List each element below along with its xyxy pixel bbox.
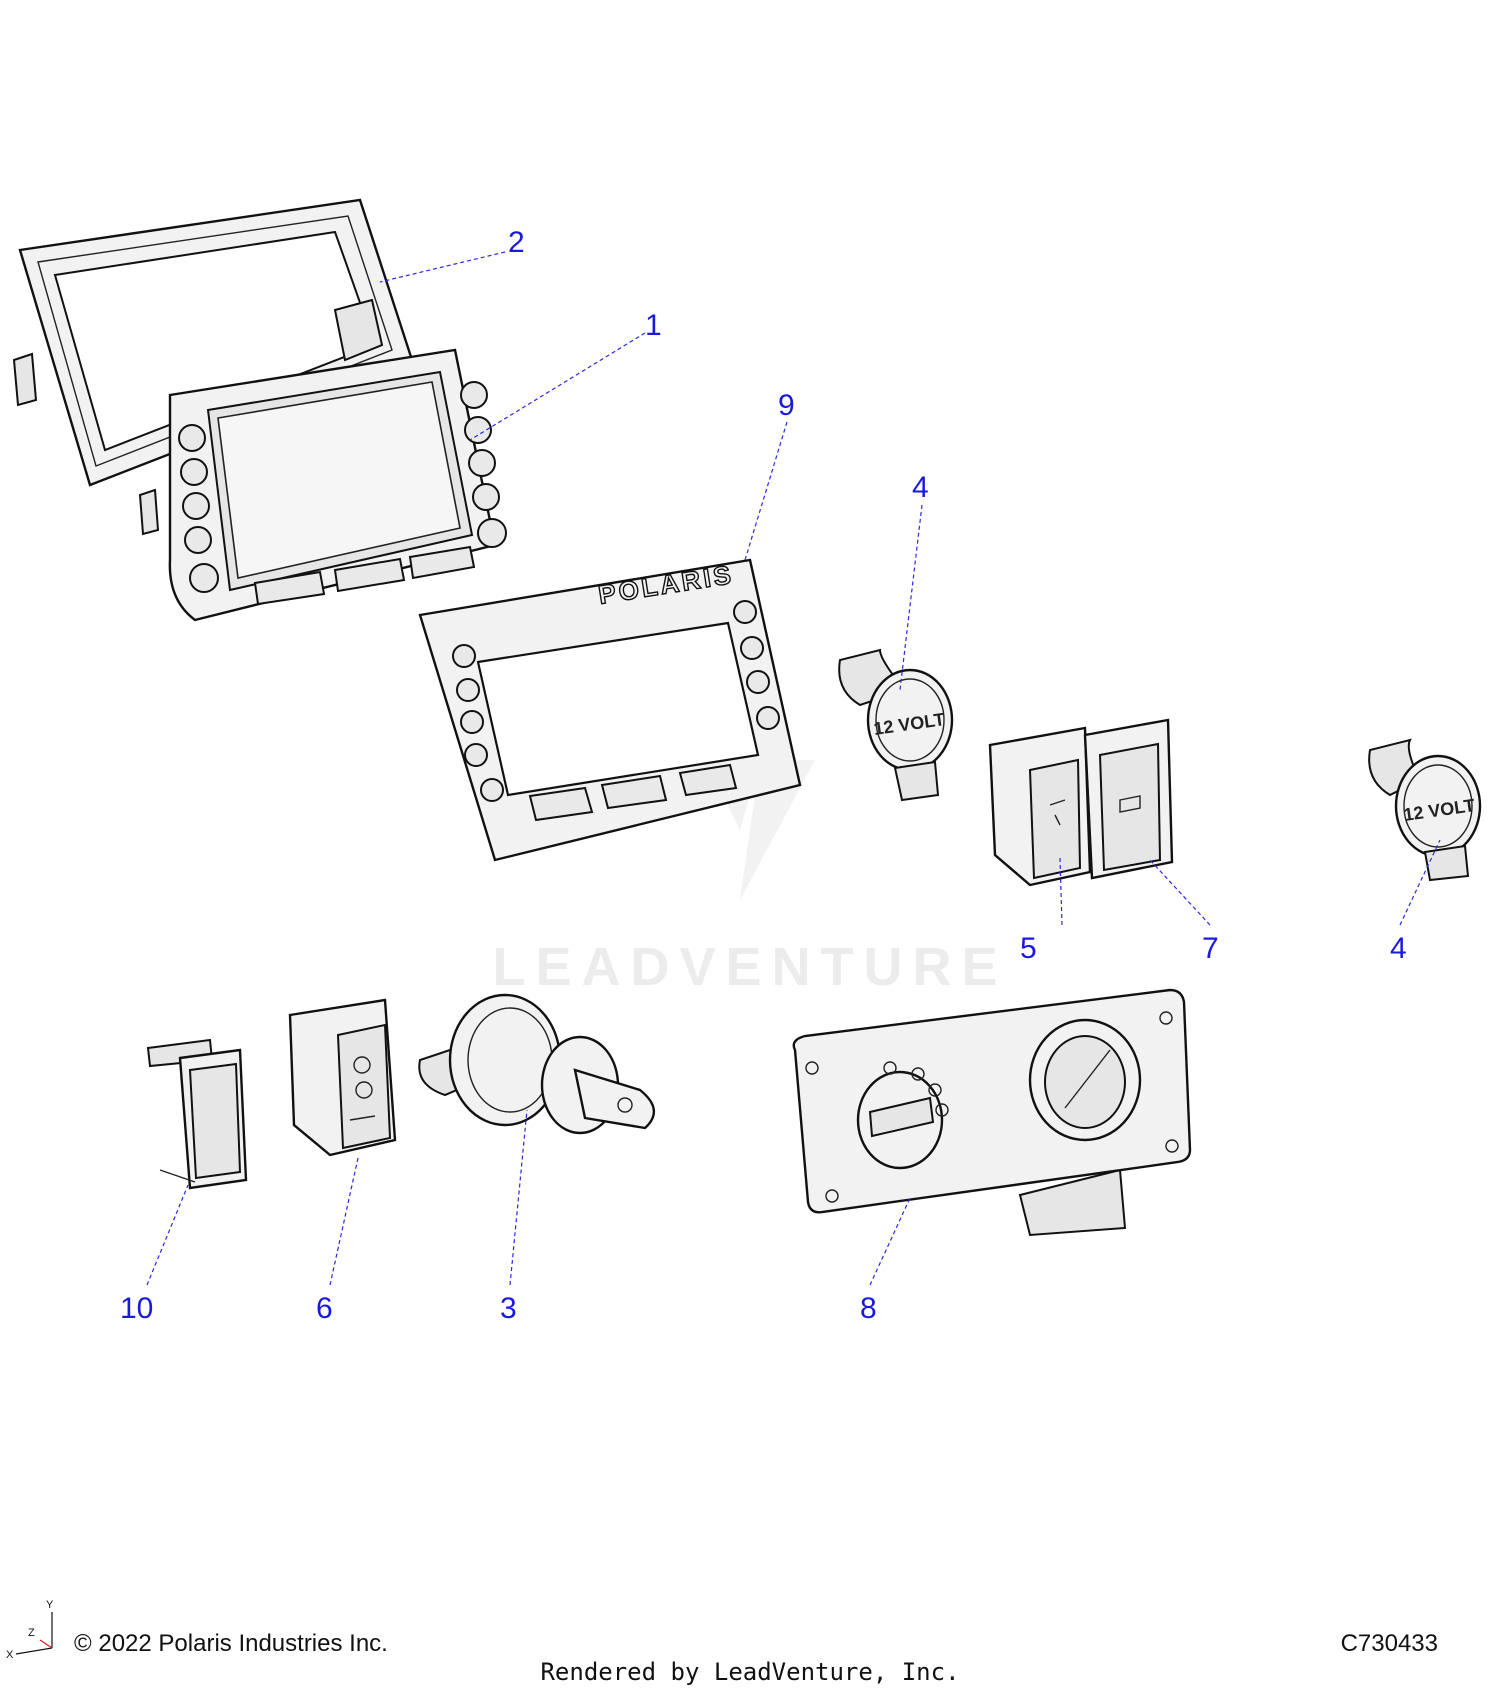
callout-4b[interactable]: 4 [1390,932,1407,965]
callout-2[interactable]: 2 [508,226,525,259]
watermark-text: LEADVENTURE [492,937,1007,997]
axis-triad: Y Z X [6,1599,54,1661]
callout-7[interactable]: 7 [1202,932,1219,965]
callout-9[interactable]: 9 [778,389,795,422]
callout-6[interactable]: 6 [316,1292,333,1325]
callouts: 2 1 9 4 4 5 7 10 6 3 8 [120,226,1407,1325]
callout-3[interactable]: 3 [500,1292,517,1325]
callout-1[interactable]: 1 [645,309,662,342]
part-6-light-switch[interactable] [288,998,397,1157]
part-10-rocker-switch[interactable] [146,1038,248,1190]
callout-10[interactable]: 10 [120,1292,153,1325]
part-9-polaris-bezel[interactable]: POLARIS [418,558,802,862]
part-1-display-cluster[interactable] [168,348,507,622]
diagram-code: C730433 [1340,1630,1438,1657]
part-4-12-volt-outlet-b[interactable]: 12 VOLT [1368,738,1482,882]
callout-5[interactable]: 5 [1020,932,1037,965]
part-5-rocker-switch[interactable] [988,726,1092,887]
copyright-text: © 2022 Polaris Industries Inc. [74,1630,388,1657]
rendered-by-text: Rendered by LeadVenture, Inc. [540,1658,960,1686]
part-2-bezel-frame[interactable] [12,198,414,536]
part-4-12-volt-outlet-a[interactable]: 12 VOLT [838,648,954,802]
part-8-control-panel[interactable] [792,988,1192,1237]
part-7-rocker-switch[interactable] [1083,718,1174,880]
callout-4a[interactable]: 4 [912,471,929,504]
leader-lines [146,251,1441,1286]
callout-8[interactable]: 8 [860,1292,877,1325]
part-3-ignition-switch[interactable] [418,993,655,1135]
axis-y-label: Y [46,1599,54,1611]
axis-z-label: Z [28,1627,35,1639]
axis-x-label: X [6,1649,14,1661]
